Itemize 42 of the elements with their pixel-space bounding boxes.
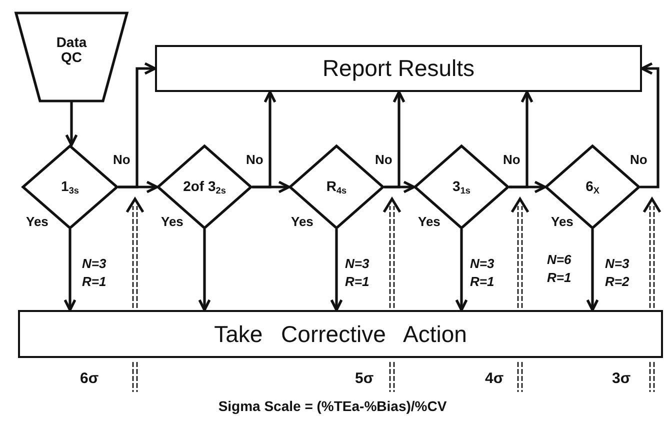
node-label: Data QC xyxy=(55,34,88,66)
edge-label: No xyxy=(246,152,264,167)
node-label: 1$_{3s}$ xyxy=(60,178,80,196)
edge-label: No xyxy=(630,152,648,167)
arrow xyxy=(330,229,343,312)
node-label: 6$_{X}$ xyxy=(584,178,600,196)
edge-label: Yes xyxy=(551,214,574,229)
arrow xyxy=(384,90,406,188)
process-box xyxy=(155,45,642,92)
node-label: Report Results xyxy=(322,55,475,82)
node-label: 3$_{1s}$ xyxy=(452,178,472,196)
edge-label: No xyxy=(113,152,130,167)
edge-label: Yes xyxy=(161,214,184,229)
data-input-trapezoid xyxy=(15,12,128,102)
arrow xyxy=(118,62,156,188)
node-label: R$_{4s}$ xyxy=(325,178,348,196)
edge-label: Yes xyxy=(26,214,48,229)
rule-parameter-label: N=6 R=1 xyxy=(547,251,572,286)
arrow xyxy=(455,229,468,312)
sigma-level-label: 6σ xyxy=(80,370,99,387)
arrow xyxy=(252,90,276,188)
process-box xyxy=(18,310,663,358)
arrow xyxy=(586,229,599,312)
edge-label: No xyxy=(503,152,520,167)
edge-label: Yes xyxy=(291,214,314,229)
edge-label: Yes xyxy=(418,214,440,229)
edge-label: No xyxy=(375,152,392,167)
node-label: Take Corrective Action xyxy=(214,320,467,348)
rule-parameter-label: N=3 R=1 xyxy=(345,255,370,290)
arrow xyxy=(64,229,76,312)
caption: Sigma Scale = (%TEa-%Bias)/%CV xyxy=(217,398,448,414)
arrow xyxy=(65,102,78,146)
sigma-level-label: 5σ xyxy=(355,370,374,387)
node-label: 2of 3$_{2s}$ xyxy=(182,178,227,196)
rule-parameter-label: N=3 R=1 xyxy=(82,255,108,290)
arrow xyxy=(509,90,534,188)
sigma-level-label: 3σ xyxy=(612,370,631,387)
rule-parameter-label: N=3 R=2 xyxy=(605,255,630,290)
arrow xyxy=(640,62,660,188)
sigma-level-label: 4σ xyxy=(485,370,504,387)
arrow xyxy=(198,229,211,312)
rule-parameter-label: N=3 R=1 xyxy=(470,255,496,290)
